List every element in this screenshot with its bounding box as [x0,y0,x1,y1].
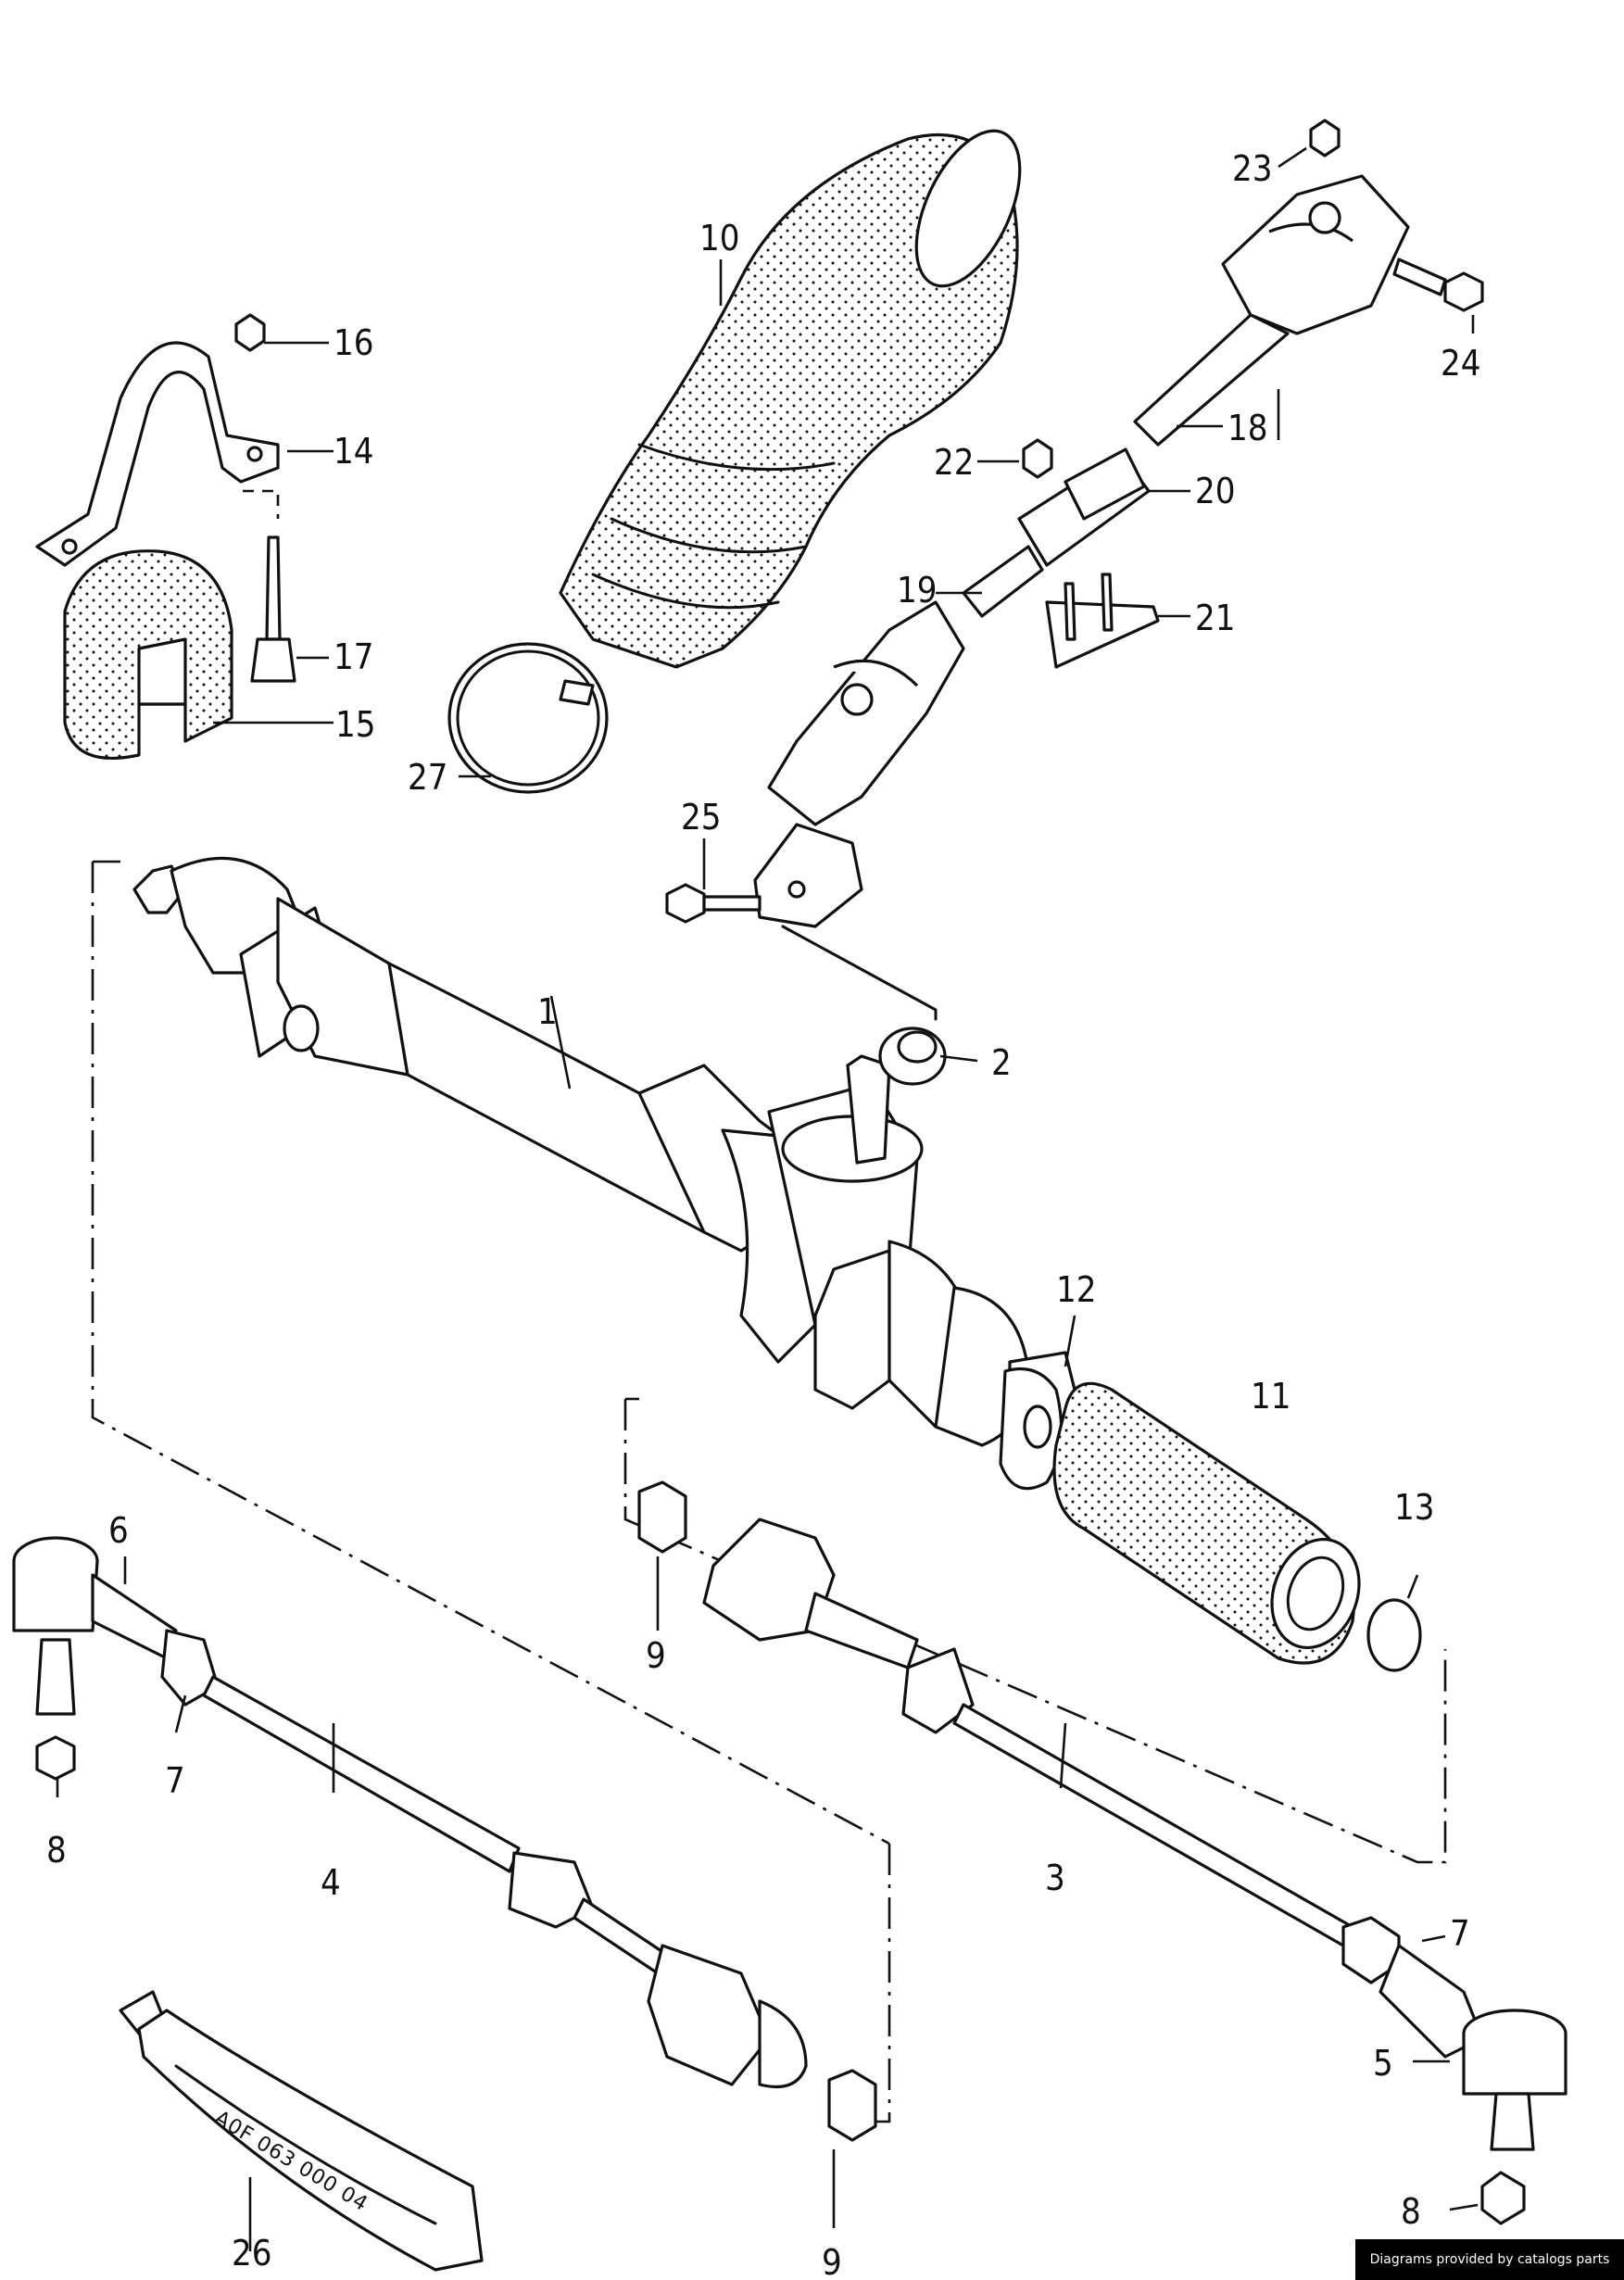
callout-21: 21 [1195,598,1236,638]
callout-24: 24 [1441,343,1481,384]
tie-rod-end-left-nut [35,1735,76,1781]
callout-16: 16 [334,322,374,363]
lock-washer [999,1367,1064,1491]
callout-8-right: 8 [1401,2191,1421,2232]
tie-rod-right [702,1518,1354,1947]
callout-labels: 1 2 3 4 5 6 7 7 8 8 9 9 10 11 12 13 14 1… [46,148,1481,2280]
mount-bolt [250,535,296,683]
callout-27: 27 [408,757,448,798]
steering-universal-joint-lower [767,600,965,826]
shaft-clamp-sleeve [1064,447,1146,521]
callout-19: 19 [897,570,938,611]
callout-14: 14 [334,431,374,472]
callout-15: 15 [335,704,376,745]
callout-17: 17 [334,636,374,677]
callout-9-upper: 9 [646,1635,666,1676]
callout-22: 22 [934,442,975,483]
tie-rod-right-inner-nut [637,1480,687,1554]
callout-2: 2 [991,1042,1012,1083]
pinion-seal [878,1027,947,1086]
steering-column-boot [559,129,1022,669]
callout-1: 1 [537,991,558,1032]
joint-bolt [1392,258,1484,312]
joint-nut [1309,119,1341,157]
callout-10: 10 [699,218,740,258]
shaft-nut [1022,438,1053,479]
clamp-bolts-pair [1045,573,1160,669]
assembly-outline-lines [91,489,1447,2123]
tie-rod-left-nut [827,2069,877,2142]
callout-5: 5 [1373,2043,1393,2084]
callout-9-lower: 9 [822,2242,842,2280]
clamp-bolt [665,883,762,924]
tie-rod-end-left [12,1536,178,1716]
callout-7-right: 7 [1450,1913,1470,1954]
rubber-mount-bush [63,549,233,760]
callout-23: 23 [1232,148,1273,189]
callout-18: 18 [1227,408,1268,448]
hose-clamp [447,642,609,794]
callout-11: 11 [1251,1376,1291,1417]
diagram-credit-banner: Diagrams provided by catalogs parts [1355,2239,1624,2280]
callout-25: 25 [681,797,722,838]
tie-rod-left [160,1629,808,2089]
leader-lines [56,146,1479,2251]
mount-nut [234,313,266,352]
tie-rod-end-right-nut [1480,2171,1526,2225]
callout-12: 12 [1056,1269,1097,1310]
tie-rod-end-right [1341,1916,1567,2151]
callout-26: 26 [232,2233,272,2274]
callout-4: 4 [321,1862,341,1903]
rack-bellows-boot [1052,1381,1361,1665]
callout-7-left: 7 [165,1760,185,1801]
boot-retaining-clip [1366,1598,1422,1672]
callout-3: 3 [1045,1858,1065,1898]
callout-6: 6 [108,1510,129,1551]
callout-13: 13 [1394,1487,1435,1528]
mounting-clamp [35,341,280,567]
steering-rack-housing [132,856,1076,1447]
grease-tube: A0F 063 000 04 [119,1990,484,2272]
pinion-clamp-yoke [753,823,863,928]
steering-universal-joint-upper [1221,174,1410,335]
callout-20: 20 [1195,471,1236,511]
callout-8-left: 8 [46,1830,67,1871]
